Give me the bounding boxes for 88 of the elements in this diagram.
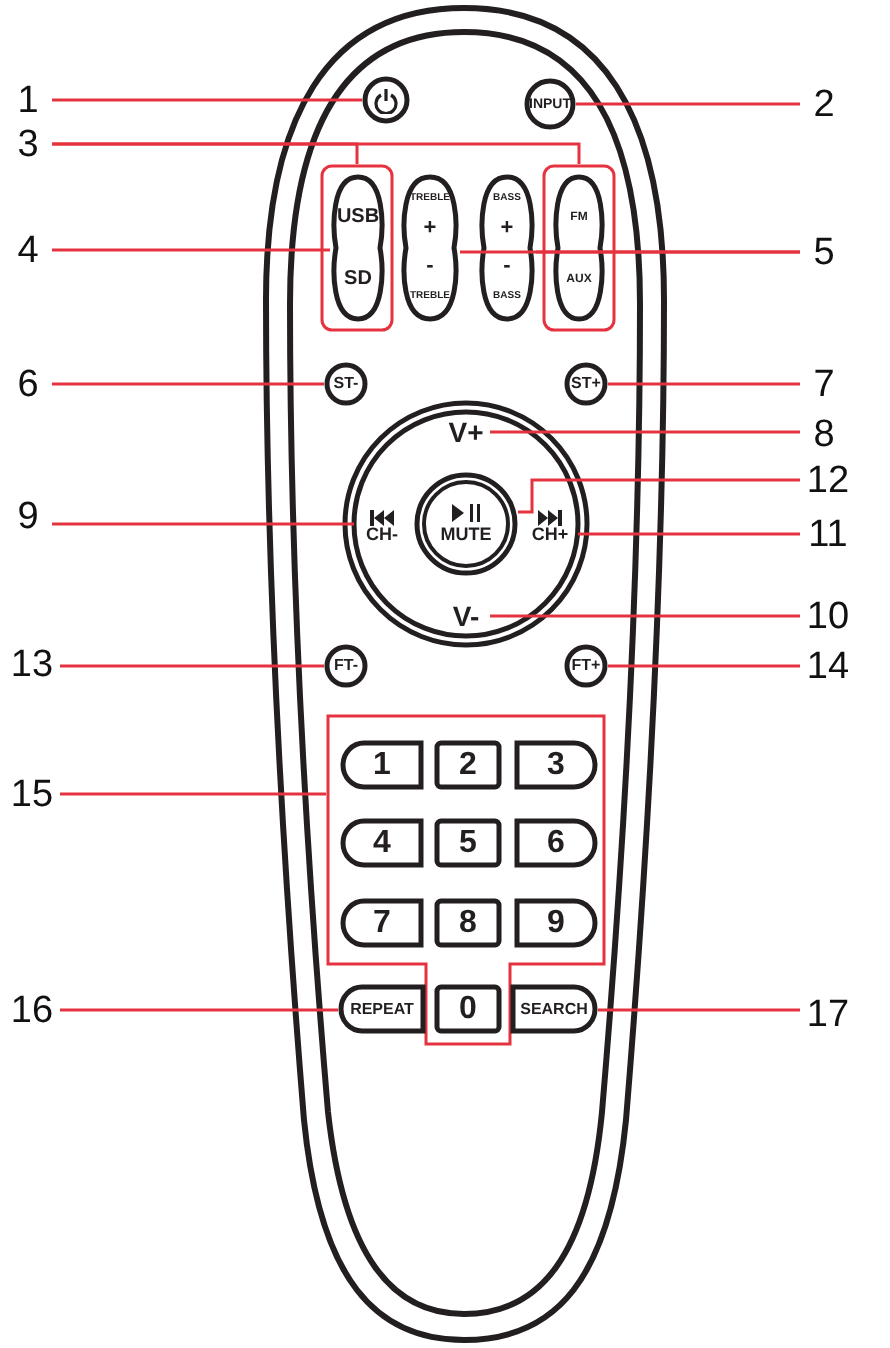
leader-line (52, 142, 581, 164)
key-button (338, 984, 426, 1034)
callout-number: 3 (4, 122, 52, 166)
leader-line (60, 664, 324, 668)
leader-line (578, 532, 800, 536)
callout-number: 4 (4, 228, 52, 272)
key-button (510, 984, 598, 1034)
ring-button-label: V+ (442, 414, 490, 450)
rocker-button (552, 174, 606, 322)
round-button (324, 362, 368, 406)
button-label: ST+ (571, 376, 601, 392)
callout-number: 10 (800, 594, 856, 638)
rocker-button (400, 174, 460, 322)
round-button (362, 76, 410, 124)
callout-number: 16 (4, 988, 60, 1032)
button-label: 7 (373, 907, 391, 939)
round-button (564, 362, 608, 406)
button-label: 2 (459, 749, 477, 781)
leader-line (52, 248, 330, 252)
callout-number: 9 (4, 494, 52, 538)
key-button (514, 740, 598, 790)
button-label: + (423, 218, 437, 241)
callout-number: 13 (4, 642, 60, 686)
callout-number: 14 (800, 644, 856, 688)
navigation-ring (342, 400, 590, 648)
key-button (434, 818, 502, 868)
leader-line (490, 614, 800, 618)
button-label: 6 (547, 827, 565, 859)
button-label: CH- (366, 525, 398, 543)
leader-line (60, 1008, 338, 1012)
callout-number: 5 (800, 230, 848, 274)
highlight-frame (542, 164, 616, 332)
button-label: MUTE (440, 526, 492, 544)
ring-button-label: V- (442, 598, 490, 634)
button-label: + (500, 218, 514, 241)
callout-number: 1 (4, 78, 52, 122)
key-button (434, 984, 502, 1034)
round-button (324, 644, 368, 688)
leader-line (518, 478, 800, 514)
leader-line (490, 430, 800, 434)
key-button (340, 898, 424, 948)
leader-line (608, 382, 800, 386)
key-button (340, 740, 424, 790)
button-label: 8 (459, 907, 477, 939)
button-label: 1 (373, 749, 391, 781)
round-button (564, 644, 608, 688)
button-label: REPEAT (350, 1001, 414, 1017)
rocker-button (330, 174, 386, 322)
round-button (524, 78, 576, 130)
rocker-button (478, 174, 536, 322)
key-button (514, 818, 598, 868)
button-label: - (503, 255, 511, 278)
callout-number: 8 (800, 412, 848, 456)
button-label: SD (344, 269, 372, 289)
callout-number: 11 (800, 512, 856, 556)
callout-number: 12 (800, 458, 856, 502)
button-label: ST- (333, 376, 359, 392)
button-label: CH+ (531, 525, 569, 543)
callout-number: 7 (800, 362, 848, 406)
callout-number: 17 (800, 992, 856, 1036)
leader-line (598, 1008, 800, 1012)
leader-line (52, 98, 362, 102)
leader-line (460, 250, 800, 254)
button-label: - (426, 255, 434, 278)
callout-number: 6 (4, 362, 52, 406)
key-button (434, 740, 502, 790)
key-button (340, 818, 424, 868)
center-button (414, 472, 518, 576)
leader-line (608, 664, 800, 668)
highlight-frame (326, 714, 606, 1046)
button-label: 9 (547, 907, 565, 939)
button-label: 3 (547, 749, 565, 781)
key-button (434, 898, 502, 948)
callout-number: 2 (800, 82, 848, 126)
button-label: FT- (334, 658, 358, 674)
button-label: FT+ (571, 658, 601, 674)
leader-line (576, 102, 800, 106)
leader-line (60, 792, 326, 796)
key-button (514, 898, 598, 948)
button-label: SEARCH (520, 1001, 588, 1017)
callout-number: 15 (4, 772, 60, 816)
button-label: USB (336, 207, 380, 227)
button-label: 0 (459, 993, 477, 1025)
button-label: 4 (373, 827, 391, 859)
leader-line (52, 522, 354, 526)
button-label: 5 (459, 827, 477, 859)
highlight-frame (320, 164, 394, 332)
leader-line (52, 382, 324, 386)
